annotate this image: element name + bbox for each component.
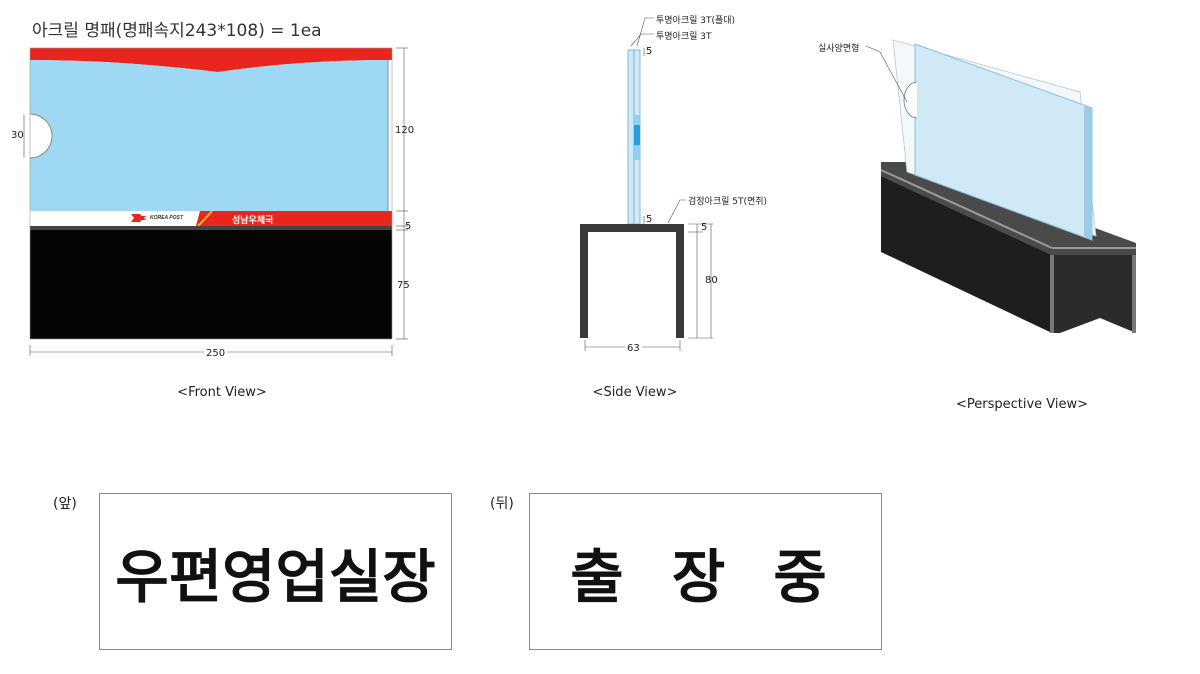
front-logo-icon: [131, 214, 146, 222]
dim-side-top-5: 5: [646, 46, 653, 57]
sign-front-label: (앞): [53, 496, 77, 512]
side-view-drawing: [580, 17, 713, 351]
front-bottom-strip-white: [30, 211, 200, 226]
dim-front-5: 5: [405, 221, 412, 232]
front-view-caption: <Front View>: [177, 385, 267, 400]
dim-side-mid-5: 5: [646, 214, 653, 225]
front-logo-text: KOREA POST: [150, 215, 183, 221]
side-view-caption: <Side View>: [592, 385, 678, 400]
front-office-text: 성남우체국: [232, 216, 274, 226]
side-black-base: [580, 224, 684, 338]
front-blue-panel: [30, 60, 388, 211]
page-title: 아크릴 명패(명패속지243*108) = 1ea: [32, 21, 322, 41]
front-top-red-band: [30, 48, 392, 72]
dim-front-30: 30: [11, 130, 24, 141]
front-view-drawing: [23, 47, 408, 356]
sign-front-panel: 우편영업실장: [99, 493, 452, 650]
note-clear: 투명아크릴 3T: [656, 32, 712, 42]
perspective-view-drawing: [865, 39, 1136, 333]
side-clear-plate-1: [627, 49, 635, 225]
dim-front-250: 250: [204, 348, 228, 359]
perspective-view-caption: <Perspective View>: [955, 397, 1089, 412]
dim-front-75: 75: [397, 280, 410, 291]
dim-side-80: 80: [705, 275, 718, 286]
sign-front-text: 우편영업실장: [115, 542, 436, 611]
sign-back-panel: 출 장 중: [529, 493, 882, 650]
note-clear-pole: 투명아크릴 3T(폴대): [656, 16, 736, 26]
perspective-base-front: [881, 176, 1052, 333]
dim-side-63: 63: [625, 343, 642, 354]
note-black: 검정아크릴 5T(면취): [688, 197, 768, 207]
sign-back-label: (뒤): [490, 496, 514, 512]
front-bottom-strip-red: [196, 211, 392, 226]
front-notch: [29, 113, 53, 159]
note-double-sided: 실사양면형: [818, 44, 860, 54]
dim-front-120: 120: [395, 125, 415, 136]
dim-side-base-5: 5: [701, 222, 708, 233]
sign-back-text: 출 장 중: [570, 542, 841, 611]
front-black-base: [30, 230, 392, 339]
